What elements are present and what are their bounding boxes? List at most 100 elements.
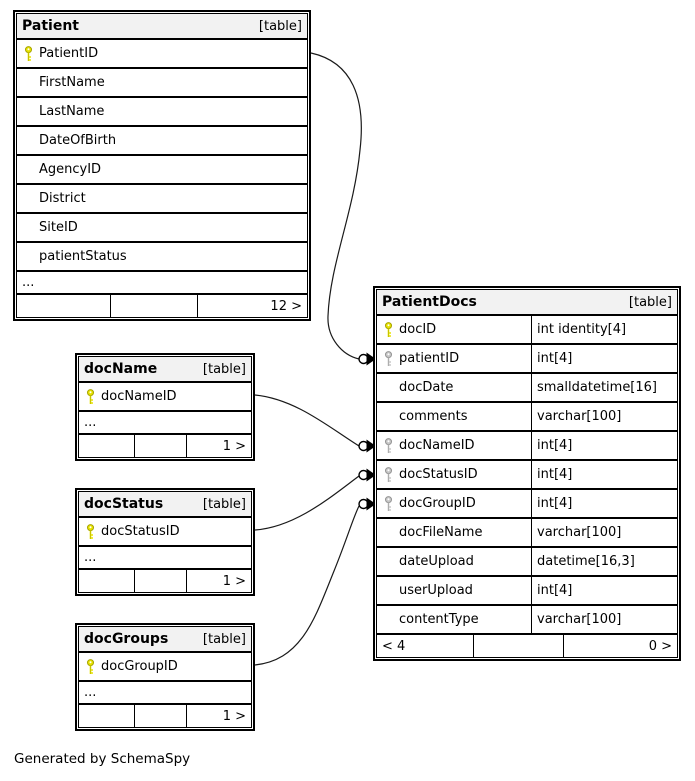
footer-children-cell: 1 > bbox=[185, 570, 251, 592]
table-footer: 12 > bbox=[16, 294, 308, 318]
column-row-patientID[interactable]: patientID int[4] bbox=[376, 344, 678, 373]
column-name: docNameID bbox=[101, 389, 177, 404]
footer-children-cell: 0 > bbox=[563, 635, 677, 657]
primary-key-icon bbox=[24, 45, 32, 61]
table-type-badge: [table] bbox=[258, 18, 302, 34]
footer-children-cell: 1 > bbox=[185, 705, 251, 727]
connector-line bbox=[310, 52, 362, 360]
column-type: int[4] bbox=[531, 490, 677, 517]
column-row-userUpload[interactable]: userUpload int[4] bbox=[376, 576, 678, 605]
table-name: Patient bbox=[22, 18, 79, 34]
key-icon-slot bbox=[79, 523, 101, 540]
column-row-docGroupID[interactable]: docGroupID int[4] bbox=[376, 489, 678, 518]
column-name: patientStatus bbox=[39, 249, 127, 264]
table-name: docName bbox=[84, 361, 158, 377]
footer-parents-cell bbox=[17, 295, 110, 317]
table-type-badge: [table] bbox=[202, 496, 246, 512]
table-header-docname[interactable]: docName [table] bbox=[78, 356, 252, 382]
column-name: SiteID bbox=[39, 220, 78, 235]
table-docname: docName[table]docNameID...1 > bbox=[75, 353, 255, 461]
table-footer: 1 > bbox=[78, 704, 252, 728]
column-type: varchar[100] bbox=[531, 519, 677, 546]
table-docgroups: docGroups[table]docGroupID... 1 > bbox=[75, 623, 255, 731]
table-header-docgroups[interactable]: docGroups[table] bbox=[78, 626, 252, 652]
column-type: varchar[100] bbox=[531, 606, 677, 633]
footer-middle-cell bbox=[473, 635, 563, 657]
column-name: userUpload bbox=[399, 583, 473, 598]
column-type: int[4] bbox=[531, 345, 677, 372]
column-row-docStatusID[interactable]: docStatusID bbox=[78, 517, 252, 546]
table-footer: 1 > bbox=[78, 569, 252, 593]
column-name: District bbox=[39, 191, 86, 206]
connector-arrow-icon bbox=[366, 439, 376, 453]
table-type-badge: [table] bbox=[628, 294, 672, 310]
column-row-SiteID[interactable]: SiteID bbox=[16, 213, 308, 242]
column-row-FirstName[interactable]: FirstName bbox=[16, 68, 308, 97]
table-name: docStatus bbox=[84, 496, 164, 512]
foreign-key-icon bbox=[384, 466, 392, 482]
footer-parents-cell bbox=[79, 435, 134, 457]
footer-middle-cell bbox=[134, 570, 186, 592]
key-icon-slot bbox=[377, 350, 399, 367]
column-row-DateOfBirth[interactable]: DateOfBirth bbox=[16, 126, 308, 155]
foreign-key-icon bbox=[384, 495, 392, 511]
table-type-badge: [table] bbox=[202, 361, 246, 377]
footer-parents-cell bbox=[79, 705, 134, 727]
column-name: docFileName bbox=[399, 525, 483, 540]
column-row-PatientID[interactable]: PatientID bbox=[16, 39, 308, 68]
table-header-patientdocs[interactable]: PatientDocs[table] bbox=[376, 289, 678, 315]
column-row-docNameID[interactable]: docNameID bbox=[78, 382, 252, 411]
column-name: AgencyID bbox=[39, 162, 102, 177]
column-row-AgencyID[interactable]: AgencyID bbox=[16, 155, 308, 184]
fk-connector-docname-patientdocs bbox=[254, 394, 376, 453]
key-icon-slot bbox=[377, 495, 399, 512]
column-name: dateUpload bbox=[399, 554, 474, 569]
column-name: patientID bbox=[399, 351, 460, 366]
key-icon-slot bbox=[377, 466, 399, 483]
foreign-key-icon bbox=[384, 350, 392, 366]
column-type: int[4] bbox=[531, 577, 677, 604]
column-row-District[interactable]: District bbox=[16, 184, 308, 213]
key-icon-slot bbox=[17, 45, 39, 62]
column-name: docGroupID bbox=[399, 496, 476, 511]
column-row-docFileName[interactable]: docFileName varchar[100] bbox=[376, 518, 678, 547]
connector-arrow-icon bbox=[366, 352, 376, 366]
table-footer: 1 > bbox=[78, 434, 252, 458]
fk-connector-patient-patientdocs bbox=[310, 52, 376, 366]
column-name: docStatusID bbox=[399, 467, 478, 482]
table-header-docstatus[interactable]: docStatus [table] bbox=[78, 491, 252, 517]
footer-middle-cell bbox=[109, 295, 197, 317]
column-type: int identity[4] bbox=[531, 316, 677, 343]
table-header-patient[interactable]: Patient [table] bbox=[16, 13, 308, 39]
table-name: docGroups bbox=[84, 631, 169, 647]
column-row-docStatusID[interactable]: docStatusID int[4] bbox=[376, 460, 678, 489]
column-name: FirstName bbox=[39, 75, 105, 90]
column-row-docGroupID[interactable]: docGroupID bbox=[78, 652, 252, 681]
column-row-patientStatus[interactable]: patientStatus bbox=[16, 242, 308, 271]
ellipsis-label: ... bbox=[84, 685, 97, 700]
connector-line bbox=[254, 394, 360, 447]
primary-key-icon bbox=[86, 523, 94, 539]
key-icon-slot bbox=[79, 388, 101, 405]
connector-arrow-icon bbox=[366, 468, 376, 482]
column-type: int[4] bbox=[531, 461, 677, 488]
footer-parents-cell bbox=[79, 570, 134, 592]
column-row-LastName[interactable]: LastName bbox=[16, 97, 308, 126]
column-name: PatientID bbox=[39, 46, 99, 61]
column-name: docStatusID bbox=[101, 524, 180, 539]
column-type: smalldatetime[16] bbox=[531, 374, 677, 401]
fk-connector-docgroups-patientdocs bbox=[254, 497, 376, 666]
footer-children-cell: 1 > bbox=[185, 435, 251, 457]
ellipsis-row: ... bbox=[78, 681, 252, 704]
primary-key-icon bbox=[384, 321, 392, 337]
column-type: varchar[100] bbox=[531, 403, 677, 430]
column-name: DateOfBirth bbox=[39, 133, 117, 148]
